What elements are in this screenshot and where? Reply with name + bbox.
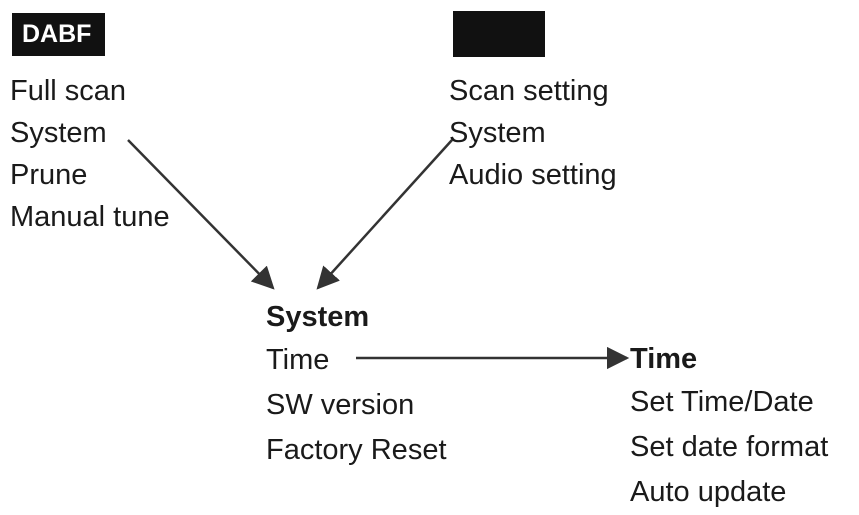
dab-menu-item-full-scan: Full scan — [10, 75, 127, 107]
fm-menu-item-system: System — [449, 117, 546, 149]
system-menu-title: System — [266, 301, 370, 333]
time-menu-item-auto-update: Auto update — [630, 476, 787, 508]
time-menu-title: Time — [630, 343, 698, 375]
dab-menu-item-system: System — [10, 117, 107, 149]
time-menu-item-set-time-date: Set Time/Date — [630, 386, 814, 418]
arrow-fm-system-to-system-menu — [316, 139, 453, 290]
fm-menu: Scan setting System Audio setting — [449, 70, 617, 196]
fm-menu-item-audio-setting: Audio setting — [449, 159, 617, 191]
fm-mode-label — [453, 11, 545, 57]
fm-menu-item-scan-setting: Scan setting — [449, 75, 609, 107]
dab-menu: Full scan System Prune Manual tune — [10, 70, 170, 238]
dab-menu-item-prune: Prune — [10, 159, 88, 191]
dab-mode-label: DABF — [12, 13, 105, 56]
dab-menu-item-manual-tune: Manual tune — [10, 201, 170, 233]
system-menu-item-factory-reset: Factory Reset — [266, 434, 447, 466]
time-menu-item-set-date-format: Set date format — [630, 431, 829, 463]
system-menu-item-sw-version: SW version — [266, 389, 415, 421]
system-menu-item-time: Time — [266, 344, 330, 376]
system-menu: Time SW version Factory Reset — [266, 338, 447, 473]
time-menu: Set Time/Date Set date format Auto updat… — [630, 380, 828, 515]
